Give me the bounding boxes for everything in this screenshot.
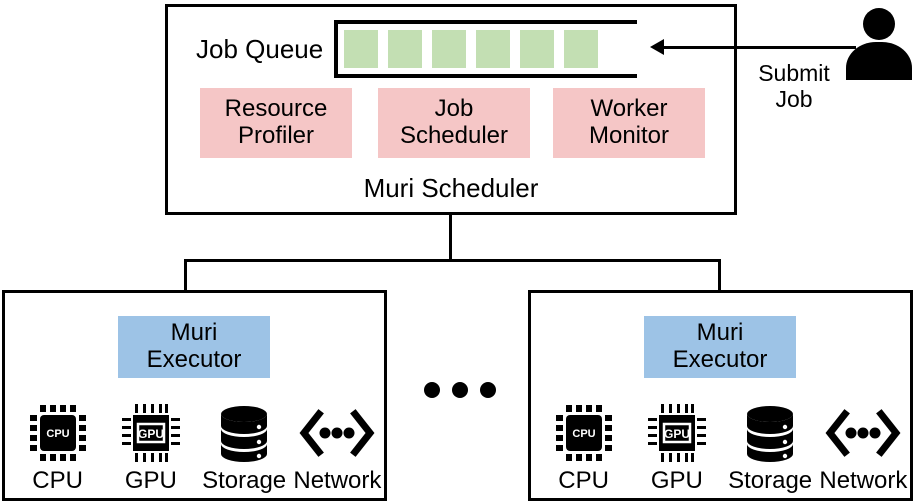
gpu-chip-icon: GPU [120, 401, 182, 465]
ellipsis-dot [452, 382, 468, 398]
worker-monitor-module[interactable]: Worker Monitor [553, 88, 705, 158]
person-head [863, 8, 895, 40]
resource-profiler-module[interactable]: Resource Profiler [200, 88, 352, 158]
module-label-line1: Resource [224, 95, 328, 123]
job-scheduler-module[interactable]: Job Scheduler [378, 88, 530, 158]
queued-job-item[interactable] [344, 30, 378, 68]
executor-label-line2: Executor [672, 346, 768, 373]
resource-label: GPU [650, 467, 703, 494]
person-body [846, 42, 912, 80]
svg-text:CPU: CPU [572, 428, 595, 440]
muri-scheduler-caption: Muri Scheduler [363, 173, 539, 204]
muri-executor-box[interactable]: Muri Executor [118, 316, 270, 378]
svg-text:GPU: GPU [138, 427, 164, 441]
module-label-line2: Monitor [588, 122, 670, 149]
module-label-line2: Profiler [237, 122, 315, 149]
resource-network: Network [293, 401, 382, 494]
svg-text:GPU: GPU [664, 427, 690, 441]
worker-resource-row: CPU CPU [537, 385, 910, 493]
executor-label-line1: Muri [696, 319, 744, 347]
module-label-line1: Job [434, 95, 474, 123]
connector-trunk [449, 215, 452, 261]
submit-job-label: Submit Job [748, 56, 840, 118]
job-queue-slots [344, 30, 598, 68]
network-icon [299, 401, 375, 465]
ellipsis-dot [424, 382, 440, 398]
module-label-line1: Worker [590, 95, 668, 123]
resource-label: Network [293, 467, 382, 494]
module-label-line2: Scheduler [399, 122, 509, 149]
person-icon [846, 8, 912, 80]
job-queue-label: Job Queue [196, 33, 324, 64]
submit-job-label-line2: Job [775, 86, 813, 112]
resource-storage: Storage [201, 401, 287, 493]
resource-gpu: GPU GPU [634, 401, 720, 493]
resource-label: GPU [124, 467, 177, 494]
database-icon [741, 401, 799, 465]
connector-branch-left [184, 259, 187, 292]
queued-job-item[interactable] [388, 30, 422, 68]
connector-bus [184, 259, 721, 262]
resource-storage: Storage [727, 401, 813, 493]
resource-label: Storage [202, 467, 287, 494]
resource-label: CPU [32, 467, 83, 494]
svg-text:CPU: CPU [46, 428, 69, 440]
cpu-chip-icon: CPU [553, 401, 615, 465]
arrow-left-icon [650, 39, 664, 55]
resource-label: Storage [728, 467, 813, 494]
resource-gpu: GPU GPU [108, 401, 194, 493]
database-icon [215, 401, 273, 465]
submit-job-label-line1: Submit [758, 60, 830, 87]
cpu-chip-icon: CPU [27, 401, 89, 465]
ellipsis-dot [480, 382, 496, 398]
submit-job-arrow-shaft [660, 46, 856, 49]
resource-label: Network [819, 467, 908, 494]
resource-cpu: CPU CPU [541, 401, 627, 493]
worker-node: Muri Executor [528, 290, 913, 501]
resource-network: Network [819, 401, 908, 494]
queued-job-item[interactable] [564, 30, 598, 68]
network-icon [825, 401, 901, 465]
worker-resource-row: CPU CPU [11, 385, 384, 493]
worker-node: Muri Executor [2, 290, 387, 501]
queued-job-item[interactable] [520, 30, 554, 68]
executor-label-line1: Muri [170, 319, 218, 347]
resource-label: CPU [558, 467, 609, 494]
more-workers-ellipsis [424, 381, 496, 399]
queued-job-item[interactable] [432, 30, 466, 68]
queued-job-item[interactable] [476, 30, 510, 68]
connector-branch-right [718, 259, 721, 292]
executor-label-line2: Executor [146, 346, 242, 373]
gpu-chip-icon: GPU [646, 401, 708, 465]
resource-cpu: CPU CPU [15, 401, 101, 493]
muri-executor-box[interactable]: Muri Executor [644, 316, 796, 378]
